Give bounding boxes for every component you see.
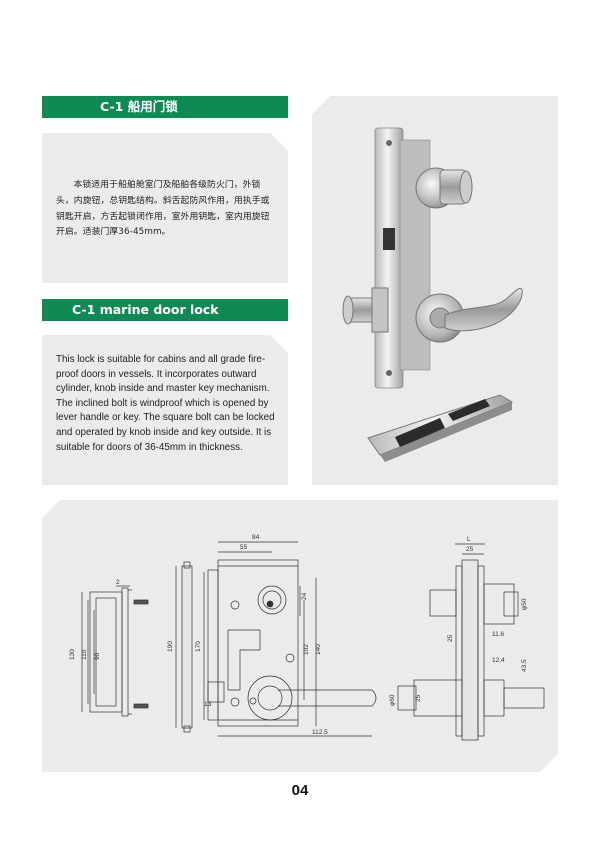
dim-label: φ50 (521, 598, 528, 610)
dim-label: 170 (195, 641, 202, 652)
dim-label: 112.5 (312, 729, 328, 736)
dim-label: 84 (252, 534, 260, 541)
dim-label: 43.5 (521, 659, 528, 672)
text-panel-cn (42, 133, 288, 283)
dim-label: 25 (415, 694, 422, 702)
panel-fold-corner (540, 754, 558, 772)
description-cn: 本锁适用于船舶舱室门及船舶各级防火门，外锁头，内旋钮，总钥匙结构。斜舌起防风作用… (56, 180, 270, 238)
dim-label: 190 (167, 641, 174, 652)
page-number: 04 (291, 782, 309, 799)
section-title-cn: C-1 船用门锁 (42, 96, 288, 118)
panel-fold-corner (270, 335, 288, 353)
dim-label: L (467, 536, 471, 543)
dim-label: 25 (466, 546, 474, 553)
description-en: This lock is suitable for cabins and all… (56, 354, 275, 453)
panel-fold-corner (312, 96, 330, 114)
dim-label: 25 (447, 634, 454, 642)
dim-label: 90 (94, 652, 101, 660)
dim-label: 2 (116, 579, 120, 586)
dim-label: 11.6 (492, 631, 505, 638)
dim-label: 12.4 (492, 657, 505, 664)
panel-fold-corner (270, 133, 288, 151)
dim-label: φ60 (389, 694, 396, 706)
dim-label: 55 (240, 544, 248, 551)
text-panel-en (42, 335, 288, 485)
dim-label: 140 (315, 644, 322, 655)
dim-label: 13 (204, 701, 212, 708)
panel-fold-corner (42, 500, 60, 518)
dim-label: 24 (301, 592, 308, 600)
section-title-en: C-1 marine door lock (42, 299, 288, 321)
dim-label: 130 (69, 649, 76, 660)
dim-label: 102 (303, 644, 310, 655)
dim-label: 110 (81, 649, 88, 660)
